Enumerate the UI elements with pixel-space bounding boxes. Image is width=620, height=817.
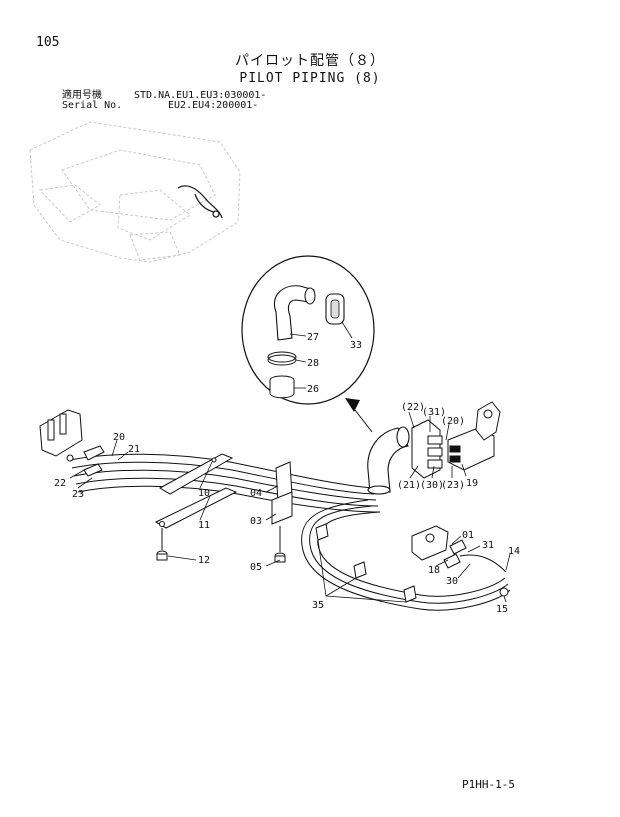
title-english: PILOT PIPING (8) — [239, 71, 381, 86]
callout-31: 31 — [482, 540, 494, 551]
callout-01: 01 — [462, 530, 474, 541]
footer-code: P1HH-1-5 — [462, 778, 515, 791]
callout-12: 12 — [198, 555, 210, 566]
callout-20: 20 — [113, 432, 125, 443]
plate-03 — [271, 491, 293, 525]
callout-27: 27 — [307, 332, 319, 343]
callout-21-ref: (21) — [397, 480, 421, 491]
pilot-valve — [411, 401, 501, 479]
callout-31-ref: (31) — [422, 407, 446, 418]
applicability-line-2: EU2.EU4:200001- — [168, 100, 259, 111]
callout-20-ref: (20) — [441, 416, 465, 427]
callout-23-ref: (23) — [441, 480, 465, 491]
callout-15: 15 — [496, 604, 508, 615]
callout-30: 30 — [446, 576, 458, 587]
bolt-05 — [274, 526, 286, 563]
applicability-line-1: STD.NA.EU1.EU3:030001- — [134, 90, 267, 101]
callout-04: 04 — [250, 488, 262, 499]
callout-22: 22 — [54, 478, 66, 489]
callout-05: 05 — [250, 562, 262, 573]
callout-11: 11 — [198, 520, 210, 531]
callout-19: 19 — [466, 478, 478, 489]
bracket-10 — [158, 453, 234, 495]
callout-30-ref: (30) — [420, 480, 444, 491]
detail-inset — [241, 255, 375, 433]
bolt-12 — [156, 528, 168, 561]
machine-outline — [29, 121, 241, 263]
callout-23: 23 — [72, 489, 84, 500]
applicability-label-en: Serial No. — [62, 100, 123, 111]
hose-bundle — [69, 453, 511, 611]
callout-35: 35 — [312, 600, 324, 611]
left-valve — [39, 409, 105, 477]
callout-28: 28 — [307, 358, 319, 369]
callout-18: 18 — [428, 565, 440, 576]
callout-10: 10 — [198, 488, 210, 499]
callout-21: 21 — [128, 444, 140, 455]
callout-labels: 27 28 26 33 (22) (31) (20) (21) (30) (23… — [54, 332, 520, 615]
leader-lines — [69, 411, 511, 603]
clips-35 — [315, 523, 417, 603]
applicability-label-jp: 適用号機 — [62, 90, 102, 101]
lower-right-valve — [411, 525, 509, 597]
bracket-11 — [154, 487, 238, 529]
callout-14: 14 — [508, 546, 520, 557]
callout-33: 33 — [350, 340, 362, 351]
machine-highlight — [177, 185, 223, 219]
title-japanese: パイロット配管（８） — [235, 53, 385, 69]
page-number: 105 — [36, 35, 60, 50]
callout-03: 03 — [250, 516, 262, 527]
main-elbow-hose — [367, 426, 410, 495]
callout-26: 26 — [307, 384, 319, 395]
callout-22-ref: (22) — [401, 402, 425, 413]
